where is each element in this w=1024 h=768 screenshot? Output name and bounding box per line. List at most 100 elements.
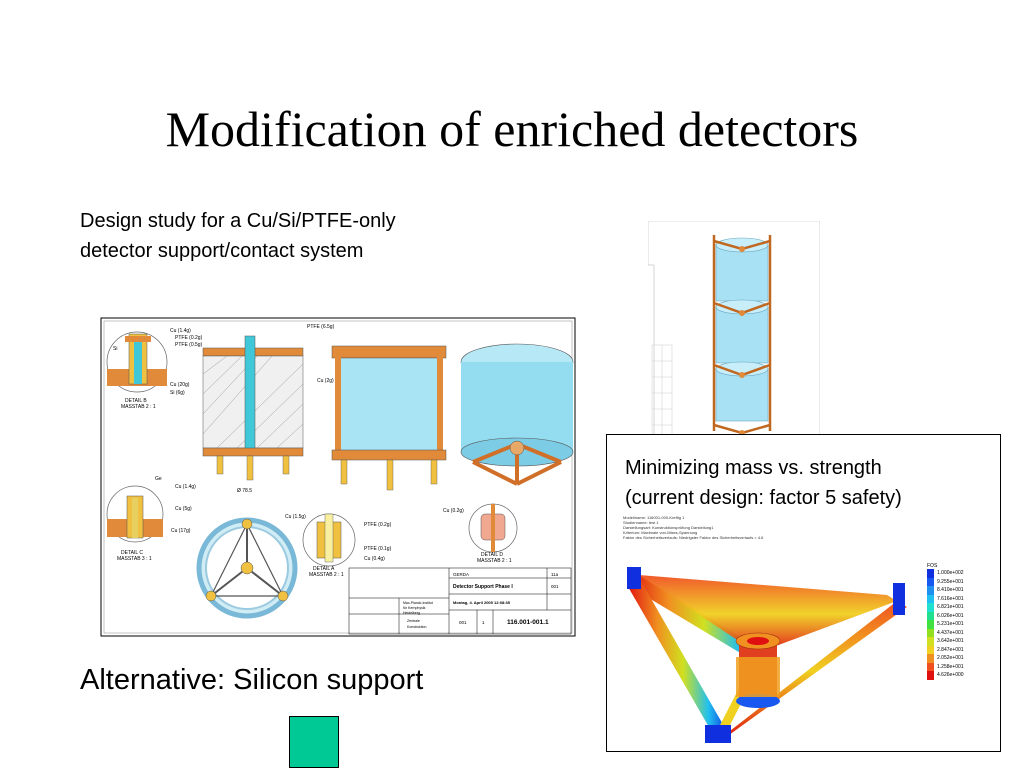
label-ptfe-b: PTFE (0.5g): [175, 342, 203, 348]
fea-title: Minimizing mass vs. strength (current de…: [625, 453, 902, 513]
caption-line-2: detector support/contact system: [80, 240, 364, 262]
label-detail-a: DETAIL A: [313, 566, 335, 572]
tb-code2: 1: [482, 620, 485, 625]
legend-swatch: [927, 603, 934, 612]
legend-entry: 6.821e+001: [927, 603, 964, 612]
label-dim: Ø 78.5: [237, 488, 252, 494]
slide-title: Modification of enriched detectors: [165, 101, 859, 157]
legend-label: 9.255e+001: [937, 578, 964, 585]
legend-swatch: [927, 594, 934, 603]
tb-inst3: Heidelberg: [403, 611, 420, 615]
legend-entry: 4.626e+000: [927, 671, 964, 680]
label-si-6: Si (6g): [170, 390, 185, 396]
legend-entry: 3.642e+001: [927, 637, 964, 646]
fea-model-svg: [627, 567, 907, 743]
tb-rev: 001: [551, 584, 559, 589]
legend-swatch: [927, 586, 934, 595]
tb-inst1: Max-Planck-Institut: [403, 601, 433, 605]
legend-entry: 5.231e+001: [927, 620, 964, 629]
legend-swatch: [927, 628, 934, 637]
legend-entry: 4.437e+001: [927, 628, 964, 637]
legend-swatch: [927, 637, 934, 646]
legend-swatch: [927, 662, 934, 671]
label-cu-17: Cu (17g): [171, 528, 191, 534]
fea-metadata: Modellname: 116001-000-Kreftig 1 Studien…: [623, 515, 763, 540]
green-square: [289, 716, 339, 768]
legend-entry: 6.026e+001: [927, 611, 964, 620]
label-ptfe-top: PTFE (6.5g): [307, 324, 335, 330]
legend-swatch: [927, 611, 934, 620]
stacked-detector-model: [647, 220, 821, 444]
legend-label: 8.410e+001: [937, 587, 964, 594]
tb-project: GERDA: [453, 572, 469, 577]
legend-swatch: [927, 569, 934, 578]
stacked-detector-svg: [647, 220, 821, 444]
label-cu-2: Cu (2g): [317, 378, 334, 384]
tb-code1: 001: [459, 620, 467, 625]
caption-line-1: Design study for a Cu/Si/PTFE-only: [80, 210, 396, 232]
legend-label: 6.026e+001: [937, 612, 964, 619]
tb-inst2: für Kernphysik: [403, 606, 426, 610]
legend-label: 5.231e+001: [937, 621, 964, 628]
fea-meta-line: Modellname: 116001-000-Kreftig 1: [623, 515, 685, 520]
fea-meta-line: Kriterium: Maximale von-Mises-Spannung: [623, 530, 698, 535]
legend-entry: 7.616e+001: [927, 594, 964, 603]
legend-label: 7.616e+001: [937, 595, 964, 602]
legend-label: 2.052e+001: [937, 655, 964, 662]
legend-label: 3.642e+001: [937, 638, 964, 645]
fea-meta-line: Studienname: test 1: [623, 520, 659, 525]
fea-title-line-1: Minimizing mass vs. strength: [625, 457, 882, 479]
label-si: Si: [113, 346, 117, 352]
legend-title: FOS: [927, 563, 938, 569]
legend-label: 4.437e+001: [937, 629, 964, 636]
fea-meta-line: Faktor des Sicherheitsverlaufs: Niedrigs…: [623, 535, 764, 540]
label-massstab-d: MASSTAB 2 : 1: [477, 558, 512, 564]
label-cu-14b: Cu (1.4g): [175, 484, 196, 490]
label-ptfe-01: PTFE (0.1g): [364, 546, 392, 552]
legend-entry: 2.847e+001: [927, 645, 964, 654]
legend-swatch: [927, 671, 934, 680]
label-massstab-b: MASSTAB 2 : 1: [121, 404, 156, 410]
tb-number: 116.001-001.1: [507, 619, 549, 626]
label-cu-15: Cu (1.5g): [285, 514, 306, 520]
tb-konstr: Konstruktion: [407, 625, 427, 629]
technical-drawing: Cu (1.4g) PTFE (0.2g) PTFE (0.5g) Si Cu …: [77, 314, 577, 638]
label-cu-top: Cu (1.4g): [170, 328, 191, 334]
alternative-caption: Alternative: Silicon support: [80, 664, 424, 696]
legend-entry: 9.255e+001: [927, 577, 964, 586]
tb-sheet: 11a: [551, 572, 559, 577]
label-detail-c: DETAIL C: [121, 550, 143, 556]
legend-swatch: [927, 654, 934, 663]
design-study-caption: Design study for a Cu/Si/PTFE-only detec…: [80, 206, 396, 266]
legend-swatch: [927, 645, 934, 654]
legend-label: 4.626e+000: [937, 672, 964, 679]
label-cu-20: Cu (20g): [170, 382, 190, 388]
label-ptfe-a: PTFE (0.2g): [175, 335, 203, 341]
legend-label: 6.821e+001: [937, 604, 964, 611]
legend-label: 1.258e+001: [937, 663, 964, 670]
label-ptfe-02: PTFE (0.2g): [364, 522, 392, 528]
label-detail-b: DETAIL B: [125, 398, 147, 404]
technical-drawing-svg: Cu (1.4g) PTFE (0.2g) PTFE (0.5g) Si Cu …: [100, 317, 576, 637]
label-massstab-c: MASSTAB 3 : 1: [117, 556, 152, 562]
label-massstab-a: MASSTAB 2 : 1: [309, 572, 344, 578]
fea-title-line-2: (current design: factor 5 safety): [625, 487, 902, 509]
fea-meta-line: Darstellungsart: Konstruktionsprüfung Da…: [623, 525, 714, 530]
label-ge: Ge: [155, 476, 162, 482]
legend-entry: 8.410e+001: [927, 586, 964, 595]
legend-entry: 2.052e+001: [927, 654, 964, 663]
label-detail-d: DETAIL D: [481, 552, 503, 558]
tb-date: Montag, 4. April 2005 12:08:35: [453, 600, 511, 605]
label-cu-5: Cu (5g): [175, 506, 192, 512]
legend-swatch: [927, 577, 934, 586]
legend-swatch: [927, 620, 934, 629]
tb-name: Detector Support Phase I: [453, 584, 513, 590]
legend-entry: 1.000e+002: [927, 569, 964, 578]
legend-label: 1.000e+002: [937, 570, 964, 577]
fea-result-panel: Minimizing mass vs. strength (current de…: [606, 434, 1001, 752]
legend-entry: 1.258e+001: [927, 662, 964, 671]
label-cu-04: Cu (0.4g): [364, 556, 385, 562]
label-cu-02: Cu (0.2g): [443, 508, 464, 514]
